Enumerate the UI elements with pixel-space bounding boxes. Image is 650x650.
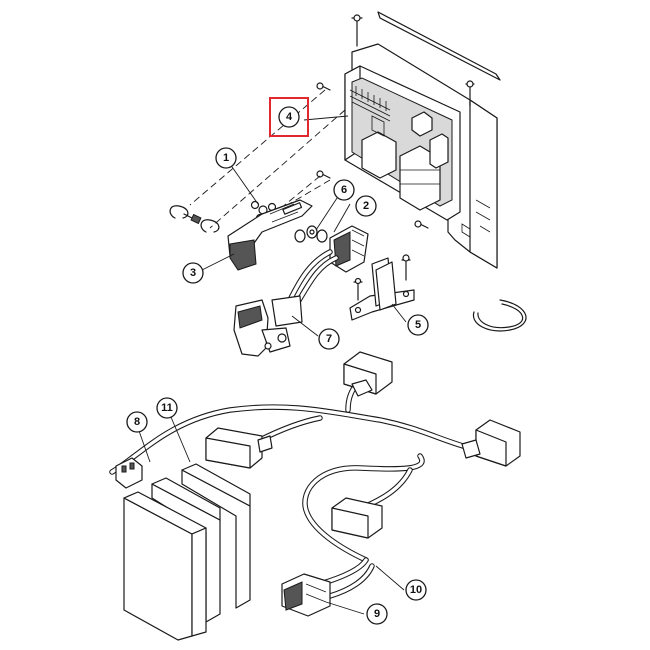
svg-text:11: 11 [161,402,173,414]
battery-connector [329,225,369,273]
svg-text:3: 3 [190,267,196,279]
svg-text:4: 4 [286,111,293,123]
callout-4[interactable]: 4 [278,106,300,128]
key-switch-lanyard [169,199,313,271]
svg-text:7: 7 [326,333,332,345]
callout-7[interactable]: 7 [318,328,340,350]
svg-text:1: 1 [223,152,229,164]
leader-lines [137,115,407,615]
callout-8[interactable]: 8 [126,411,148,433]
highlight-box [269,97,309,137]
svg-text:10: 10 [410,584,422,596]
callout-9[interactable]: 9 [366,603,388,625]
callout-3[interactable]: 3 [182,262,204,284]
mounting-bracket [349,257,415,321]
callout-6[interactable]: 6 [333,179,355,201]
callout-2[interactable]: 2 [355,195,377,217]
callout-1[interactable]: 1 [215,147,237,169]
callout-5[interactable]: 5 [407,314,429,336]
svg-text:9: 9 [374,608,380,620]
foam-pads [123,463,251,641]
washer-set [294,225,328,243]
snap-ring [472,299,527,332]
callout-11[interactable]: 11 [156,397,178,419]
svg-text:6: 6 [341,184,347,196]
callout-10[interactable]: 10 [405,579,427,601]
svg-text:2: 2 [363,200,369,212]
svg-text:5: 5 [415,319,421,331]
svg-text:8: 8 [134,416,140,428]
controller-module [316,65,461,229]
plug-cable-assembly [233,249,339,357]
wire-harness [109,351,521,617]
